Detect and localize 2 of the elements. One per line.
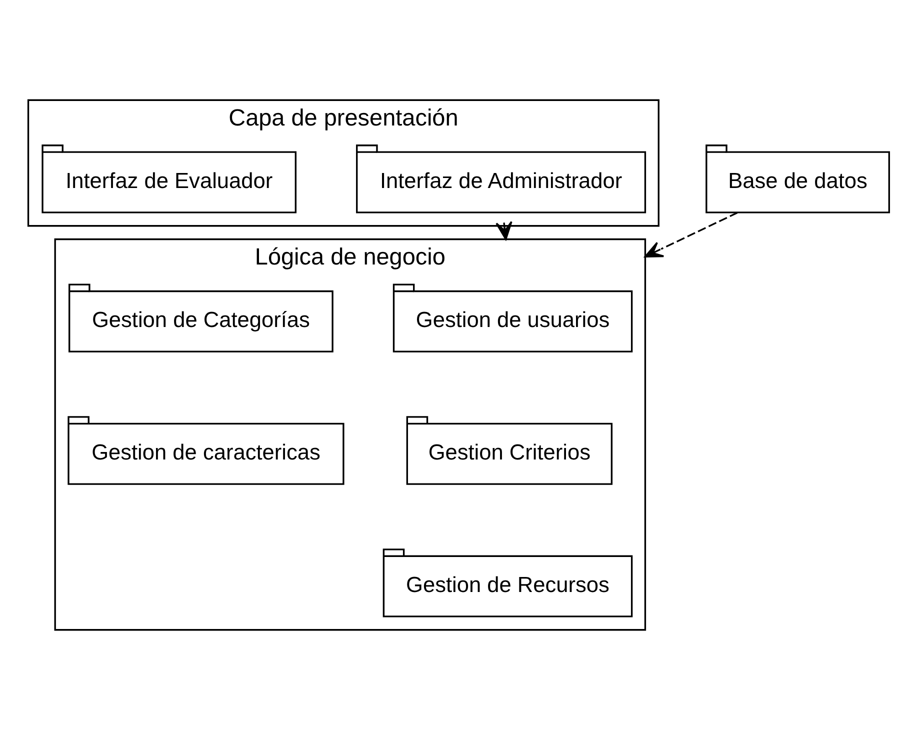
arrow <box>496 220 512 240</box>
arrow <box>644 211 738 257</box>
